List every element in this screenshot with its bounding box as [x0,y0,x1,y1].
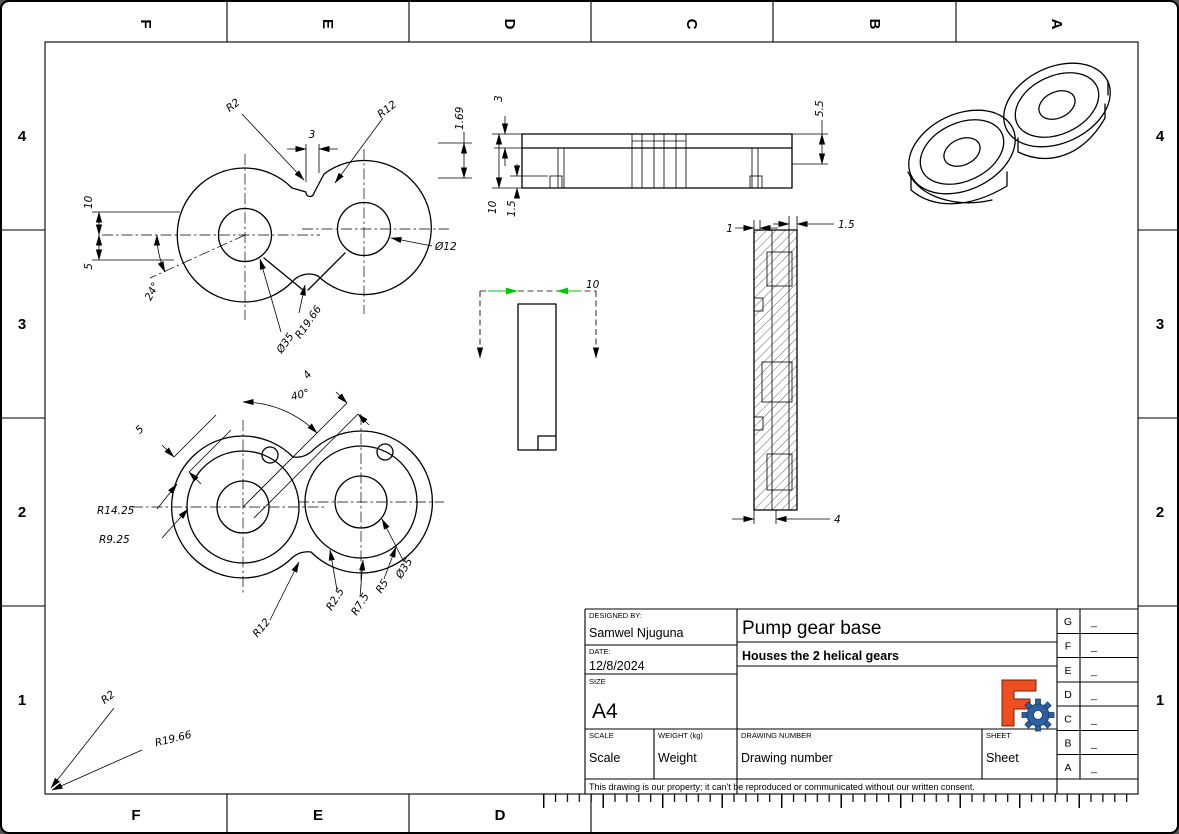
bottom-view [132,402,444,594]
grid-letter-bottom-d: D [495,807,506,824]
grid-number-right-2: 2 [1156,504,1164,521]
dim-4-channel-label: 4 [301,369,314,382]
bottom-view-dimensions: 5 40° 4 R14.25 R9.25 R12 R2.5 R7.5 R5 Ø3… [97,369,415,640]
dim-r9-25-label: R9.25 [99,534,130,546]
dim-dia35-bottom-label: Ø35 [393,556,415,582]
designed-by-value: Samwel Njuguna [589,626,684,640]
revision-placeholder: _ [1090,665,1097,677]
grid-number-right-3: 3 [1156,316,1164,333]
dim-4-label: 4 [834,514,841,526]
grid-number-right-4: 4 [1156,128,1165,145]
scale-label: SCALE [589,731,614,740]
drawing-subtitle: Houses the 2 helical gears [742,649,899,663]
revision-letter-b: B [1064,738,1071,750]
weight-value: Weight [658,751,697,765]
front-view [521,133,793,189]
section-view [753,229,798,511]
sheet-value: Sheet [986,751,1019,765]
top-view [102,149,449,320]
detail-view: 10 [476,279,600,451]
dim-r14-25-label: R14.25 [97,505,135,517]
revision-placeholder: _ [1090,616,1097,628]
grid-letter-top-f: F [137,19,154,28]
grid-letter-top-e: E [319,19,336,29]
revision-placeholder: _ [1090,714,1097,726]
grid-letter-bottom-e: E [313,807,323,824]
revision-placeholder: _ [1090,762,1097,774]
dim-3-top-label: 3 [493,95,505,102]
grid-letter-bottom-f: F [131,807,140,824]
freecad-logo [1001,679,1055,732]
title-block: DESIGNED BY: Samwel Njuguna DATE: 12/8/2… [584,608,1138,794]
revision-column: G F E D C B A _ _ _ _ _ _ _ [1064,616,1097,774]
green-arrow-left [506,287,518,295]
revision-letter-a: A [1064,762,1071,774]
weight-label: WEIGHT (kg) [658,731,703,740]
grid-number-left-1: 1 [18,692,26,709]
revision-letter-e: E [1064,665,1071,677]
dim-r2-5-label: R2.5 [324,586,347,613]
dim-1-label: 1 [726,223,733,235]
dim-r5-label: R5 [374,577,392,595]
grid-letter-top-d: D [501,19,518,30]
green-arrow-right [556,287,568,295]
dim-r12-label: R12 [375,98,399,120]
dim-1-69-label: 1.69 [454,106,466,130]
section-view-dimensions: 1 1.5 4 [726,216,855,526]
gear-icon [1021,698,1055,732]
grid-number-left-2: 2 [18,504,26,521]
revision-placeholder: _ [1090,738,1097,750]
top-view-dimensions: 10 5 24° R2 3 R12 1.69 Ø12 R19.66 Ø35 [83,96,472,356]
date-value: 12/8/2024 [589,659,645,673]
corner-leaders: R2 R19.66 [50,688,193,791]
iso-view [907,62,1111,205]
revision-letter-d: D [1064,689,1072,701]
front-view-dimensions: 3 10 1.5 5.5 [487,95,828,217]
grid-number-left-4: 4 [18,128,27,145]
dim-r2-corner-label: R2 [99,688,118,706]
dim-r19-66-corner-label: R19.66 [154,729,193,750]
grid-number-right-1: 1 [1156,692,1164,709]
dim-24deg-label: 24° [143,281,162,303]
dim-5-5-label: 5.5 [814,100,826,117]
size-value: A4 [592,700,618,723]
dim-5-channel-label: 5 [133,423,146,436]
dim-r19-66-label: R19.66 [293,303,324,341]
dim-5-label: 5 [83,263,95,270]
dim-r12-bottom-label: R12 [250,616,273,640]
dim-1-5-wall-label: 1.5 [838,219,855,231]
grid-letter-top-c: C [683,19,700,30]
dim-r7-5-label: R7.5 [349,591,372,618]
dim-green-10-label: 10 [586,279,600,291]
revision-letter-c: C [1064,714,1072,726]
dim-3-label: 3 [309,129,316,141]
dim-1-5-label: 1.5 [506,200,518,217]
drawing-title: Pump gear base [742,618,881,639]
grid-labels: F E D C B A F E D 4 3 2 1 4 3 2 1 [18,19,1165,824]
dim-10-label: 10 [83,195,95,209]
dim-dia12-label: Ø12 [434,241,457,253]
drawing-number-label: DRAWING NUMBER [741,731,812,740]
drawing-number-value: Drawing number [741,751,833,765]
dim-10-height-label: 10 [487,200,499,214]
date-label: DATE: [589,647,611,656]
grid-number-left-3: 3 [18,316,26,333]
detail-green-dimension: 10 [488,279,600,295]
revision-letter-f: F [1065,641,1071,653]
designed-by-label: DESIGNED BY: [589,611,642,620]
disclaimer-text: This drawing is our property; it can't b… [589,782,975,792]
revision-placeholder: _ [1090,641,1097,653]
revision-placeholder: _ [1090,689,1097,701]
sheet-label: SHEET [986,731,1011,740]
size-label: SIZE [589,677,606,686]
dim-40deg-label: 40° [290,387,311,403]
scale-value: Scale [589,751,620,765]
revision-letter-g: G [1064,616,1072,628]
dim-r2-label: R2 [224,96,243,114]
grid-letter-top-a: A [1048,19,1065,30]
letter-f-icon [1001,679,1037,727]
grid-letter-top-b: B [866,19,883,30]
